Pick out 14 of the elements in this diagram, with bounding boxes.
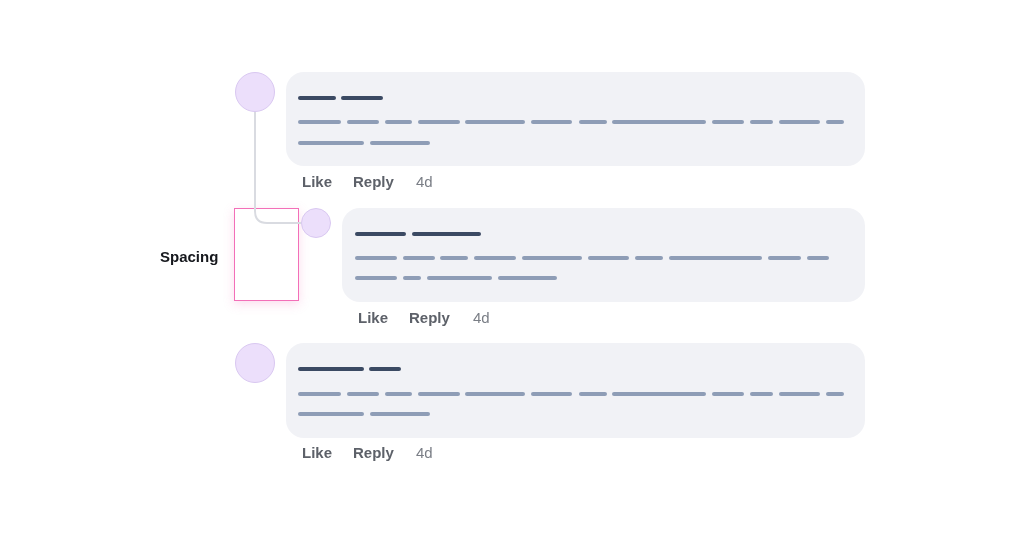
reply-link: Reply [353,444,394,462]
avatar-circle [301,208,331,238]
reply-link: Reply [409,309,450,327]
timestamp-text: 4d [473,309,490,327]
reply-link: Reply [353,173,394,191]
timestamp-text: 4d [416,173,433,191]
spacing-annotation: Spacing [160,248,219,266]
like-link: Like [302,444,332,462]
like-link: Like [358,309,388,327]
timestamp-text: 4d [416,444,433,462]
avatar-circle [235,343,275,383]
like-link: Like [302,173,332,191]
thread-connector-line [254,111,302,224]
avatar-circle [235,72,275,112]
